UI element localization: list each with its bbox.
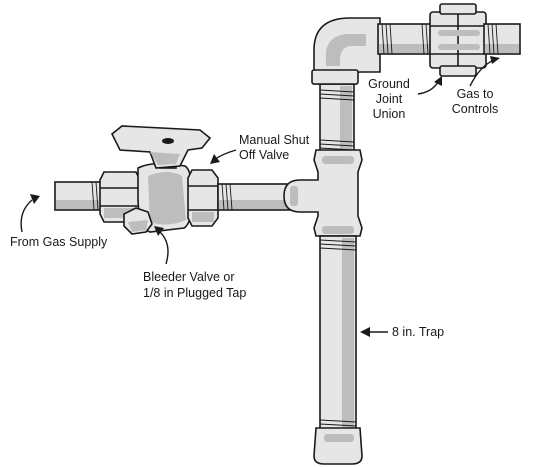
tee-fitting [283,149,363,237]
manual-shutoff-valve [99,125,219,235]
bleeder-line2: 1/8 in Plugged Tap [143,286,246,300]
t-handle-icon [110,125,212,169]
label-ground-joint-union: Ground Joint Union [368,77,410,121]
ground-joint-line2: Joint [376,92,403,106]
ground-joint-line1: Ground [368,77,410,91]
arrow-bleeder [154,226,169,265]
manual-shutoff-line2: Off Valve [239,148,289,162]
arrow-trap [360,327,388,337]
arrow-manual-shutoff [210,149,237,164]
controls-pipe [483,23,521,55]
riser-upper-threads [319,89,355,151]
riser-upper [319,83,355,157]
bleeder-line1: Bleeder Valve or [143,270,235,284]
arrow-from-gas-supply [20,194,40,233]
label-from-gas-supply: From Gas Supply [10,235,108,249]
arrow-ground-joint [417,76,442,95]
manual-shutoff-line1: Manual Shut [239,133,310,147]
trap-cap [313,427,363,465]
middle-nipple [217,183,291,211]
label-bleeder: Bleeder Valve or 1/8 in Plugged Tap [143,270,246,300]
controls-threads [487,23,499,55]
drip-trap-pipe [319,235,357,433]
middle-threads [221,183,233,211]
ground-joint-union [429,3,487,77]
arrow-gas-to-controls [469,56,500,87]
label-gas-to-controls: Gas to Controls [452,87,499,116]
outlet-threads [381,23,429,55]
elbow-fitting [311,17,381,85]
gas-to-controls-line2: Controls [452,102,499,116]
hex-plug-icon [123,207,153,235]
label-manual-shutoff: Manual Shut Off Valve [239,133,310,162]
trap-threads [319,239,357,427]
label-trap: 8 in. Trap [392,325,444,339]
ground-joint-line3: Union [373,107,406,121]
gas-to-controls-line1: Gas to [457,87,494,101]
outlet-nipple [377,23,435,55]
